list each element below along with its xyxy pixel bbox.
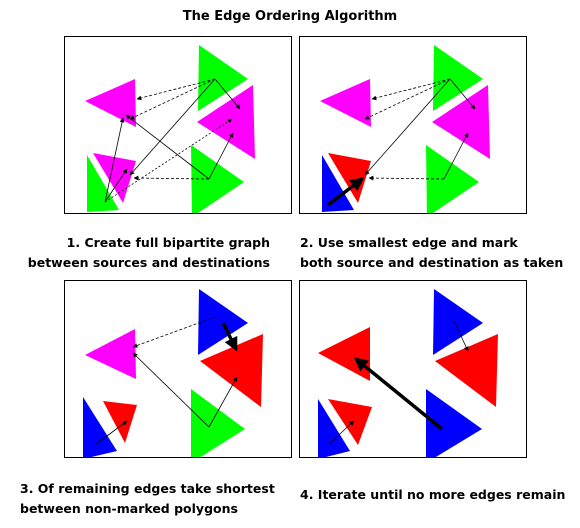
red-dest-right bbox=[200, 334, 263, 407]
matched-edges bbox=[329, 320, 469, 444]
selected-smallest-edge bbox=[326, 177, 365, 207]
green-source-bottom-right bbox=[191, 145, 244, 213]
panel-step-3 bbox=[64, 280, 292, 458]
caption-line: 1. Create full bipartite graph bbox=[66, 235, 270, 250]
green-source-bottom-left bbox=[87, 155, 119, 212]
figure-title: The Edge Ordering Algorithm bbox=[182, 9, 398, 24]
panel-1-drawing bbox=[85, 45, 255, 213]
magenta-dest-bottom-left bbox=[93, 153, 136, 203]
red-dest-right bbox=[435, 334, 498, 407]
caption-step-4: 4. Iterate until no more edges remain bbox=[300, 485, 565, 505]
panel-step-2 bbox=[299, 36, 527, 214]
magenta-dest-right bbox=[197, 85, 255, 159]
green-source-top-right bbox=[198, 45, 248, 111]
blue-source-taken bbox=[322, 155, 354, 212]
caption-step-2: 2. Use smallest edge and mark both sourc… bbox=[300, 233, 563, 273]
blue-source-bottom-left bbox=[83, 397, 117, 457]
caption-line: 2. Use smallest edge and mark bbox=[300, 235, 518, 250]
selected-shortest-edge bbox=[221, 322, 238, 352]
panel-step-1 bbox=[64, 36, 292, 214]
caption-line: 4. Iterate until no more edges remain bbox=[300, 487, 566, 502]
magenta-dest-left bbox=[85, 329, 136, 379]
green-source-top-right bbox=[433, 45, 483, 111]
green-source-bottom-right bbox=[191, 389, 245, 457]
caption-line: between non-marked polygons bbox=[20, 501, 238, 516]
panel-4-drawing bbox=[318, 289, 498, 457]
magenta-dest-right bbox=[432, 85, 490, 159]
blue-source-bottom-left bbox=[318, 399, 350, 457]
remaining-edges bbox=[94, 316, 238, 446]
caption-line: 3. Of remaining edges take shortest bbox=[20, 481, 275, 496]
magenta-dest-left bbox=[320, 79, 371, 127]
remaining-edges bbox=[364, 78, 476, 181]
caption-step-1: 1. Create full bipartite graph between s… bbox=[0, 233, 270, 273]
caption-line: both source and destination as taken bbox=[300, 255, 564, 270]
panel-2-drawing bbox=[320, 45, 490, 213]
caption-step-3: 3. Of remaining edges take shortest betw… bbox=[20, 479, 275, 519]
blue-source-bottom-right bbox=[426, 389, 482, 457]
bipartite-edges bbox=[104, 78, 241, 203]
panel-3-drawing bbox=[83, 289, 263, 457]
magenta-dest-left bbox=[85, 79, 136, 127]
blue-source-top-right bbox=[433, 289, 483, 355]
red-dest-bottom-left bbox=[103, 401, 137, 443]
panel-step-4 bbox=[299, 280, 527, 458]
final-edge bbox=[353, 357, 444, 431]
blue-source-top-right bbox=[198, 289, 248, 355]
caption-line: between sources and destinations bbox=[27, 255, 270, 270]
green-source-bottom-right bbox=[426, 145, 479, 213]
red-dest-left bbox=[318, 327, 370, 381]
